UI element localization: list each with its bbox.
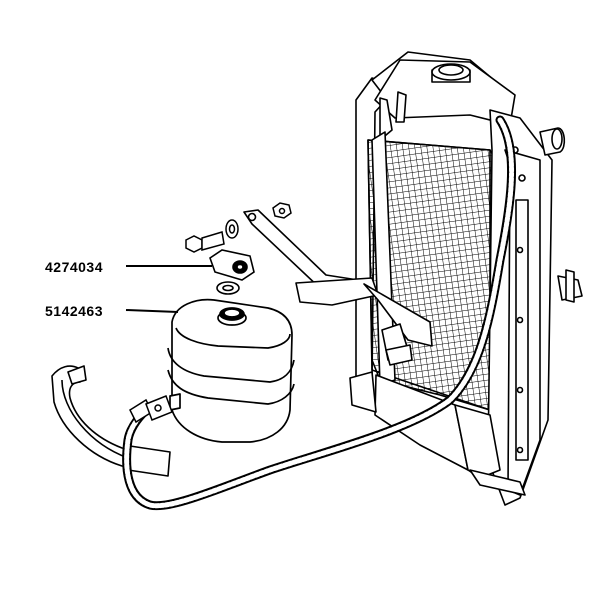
strap-icon [51,365,171,477]
bolt-icon [185,231,225,253]
leader-line-5142463 [125,309,179,313]
expansion-tank-icon [167,298,295,443]
bracket-icon [243,209,433,366]
small-washer-icon [216,281,240,295]
part-number-label: 5142463 [45,303,104,319]
rubber-mount-icon [209,249,255,281]
hose-clip-icon [129,395,173,424]
washer-icon [225,219,239,239]
hose-icon [122,115,516,511]
part-number-label: 4274034 [45,259,104,275]
nut-icon [272,202,292,219]
